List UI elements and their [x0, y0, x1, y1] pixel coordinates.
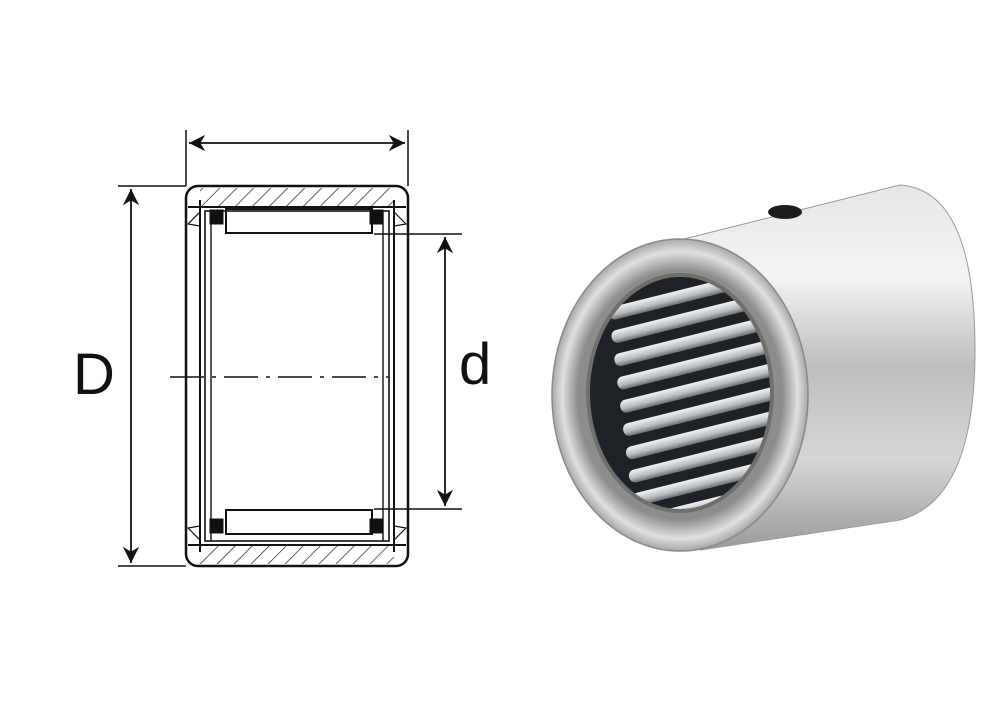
needle-roller — [620, 358, 772, 413]
inner-diameter-label: d — [459, 332, 491, 397]
needle-roller — [617, 335, 772, 390]
needle-roller — [614, 312, 772, 367]
top-hatch — [200, 188, 394, 207]
needle-roller — [628, 428, 772, 483]
technical-drawing — [118, 130, 462, 568]
bearing-photo — [551, 184, 976, 552]
bottom-hatch — [200, 545, 394, 564]
needle-roller — [625, 405, 772, 460]
outer-diameter-label: D — [73, 342, 115, 407]
hole-icon — [768, 205, 802, 219]
needle-roller-bottom — [225, 509, 373, 535]
needle-roller-top — [225, 208, 373, 234]
outer-shell — [184, 184, 410, 568]
inner-bore — [204, 210, 390, 542]
needle-roller — [623, 382, 772, 436]
